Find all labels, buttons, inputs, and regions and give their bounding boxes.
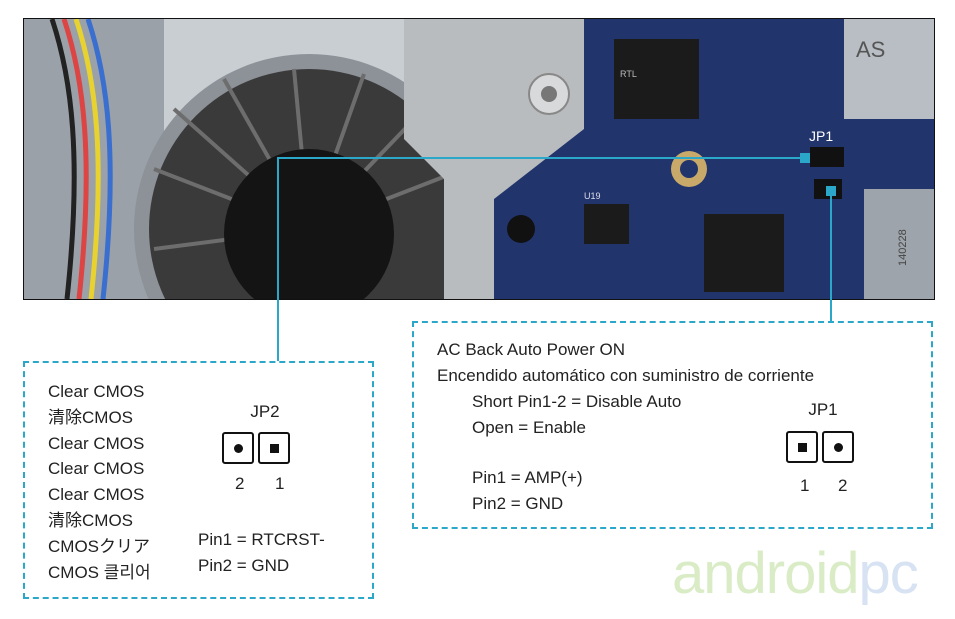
clear-cmos-line: Clear CMOS: [48, 433, 145, 453]
watermark-part2: pc: [858, 541, 918, 606]
jp2-info-box: [23, 361, 374, 599]
jp2-pin-descriptions: Pin1 = RTCRST- Pin2 = GND: [198, 527, 325, 579]
clear-cmos-line: 清除CMOS: [48, 510, 133, 530]
clear-cmos-line: CMOS 클리어: [48, 562, 151, 582]
photo-u19-label: U19: [584, 191, 601, 201]
photo-jp1-label: JP1: [809, 128, 833, 144]
clear-cmos-line: CMOSクリア: [48, 536, 150, 556]
svg-text:AS: AS: [856, 37, 885, 62]
jp1-pin-label: 2: [838, 476, 848, 495]
jp1-pin1-desc: Pin1 = AMP(+): [472, 468, 583, 487]
square-pad-icon: [797, 442, 807, 452]
jp1-open-desc: Open = Enable: [472, 417, 586, 437]
round-pad-icon: [233, 443, 243, 453]
jp1-heading-en: AC Back Auto Power ON: [437, 340, 626, 359]
jp1-pin2-desc: Pin2 = GND: [472, 493, 564, 513]
jp1-short-desc: Short Pin1-2 = Disable Auto: [472, 392, 682, 411]
photo-chip-label: RTL: [620, 69, 637, 79]
jp1-info-box: [412, 321, 933, 529]
watermark-part1: android: [672, 541, 859, 606]
jp1-pin-header: [786, 431, 858, 463]
jp2-title: JP2: [250, 402, 280, 421]
jp2-pin-label: 1: [275, 474, 285, 493]
jp2-pin2-desc: Pin2 = GND: [198, 555, 290, 575]
clear-cmos-line: 清除CMOS: [48, 407, 133, 427]
clear-cmos-line: Clear CMOS: [48, 485, 145, 505]
jp1-pin-1: [786, 431, 818, 463]
jp2-pin1-desc: Pin1 = RTCRST-: [198, 530, 325, 549]
jp1-settings: Short Pin1-2 = Disable Auto Open = Enabl…: [472, 389, 681, 441]
jp1-pin-descriptions: Pin1 = AMP(+) Pin2 = GND: [472, 465, 583, 517]
androidpc-watermark: androidpc: [672, 545, 919, 603]
clear-cmos-list: Clear CMOS 清除CMOS Clear CMOS Clear CMOS …: [48, 379, 151, 585]
jp1-heading-es: Encendido automático con suministro de c…: [437, 365, 815, 385]
photo-labels: RTL U19 JP1 140228: [584, 69, 909, 266]
jp2-pin-header: [222, 432, 294, 464]
jp1-title: JP1: [808, 400, 838, 419]
jp2-pin-2: [222, 432, 254, 464]
round-pad-icon: [833, 442, 843, 452]
jp2-pin-label: 2: [235, 474, 245, 493]
square-pad-icon: [269, 443, 279, 453]
photo-serial-label: 140228: [897, 229, 909, 266]
motherboard-photo: AS RTL U19 JP1 140228: [23, 18, 935, 300]
jp1-pin-label: 1: [800, 476, 810, 495]
clear-cmos-line: Clear CMOS: [48, 382, 145, 401]
clear-cmos-line: Clear CMOS: [48, 459, 145, 479]
jp2-pin-1: [258, 432, 290, 464]
jp1-pin-2: [822, 431, 854, 463]
jp1-heading: AC Back Auto Power ON Encendido automáti…: [437, 337, 814, 389]
